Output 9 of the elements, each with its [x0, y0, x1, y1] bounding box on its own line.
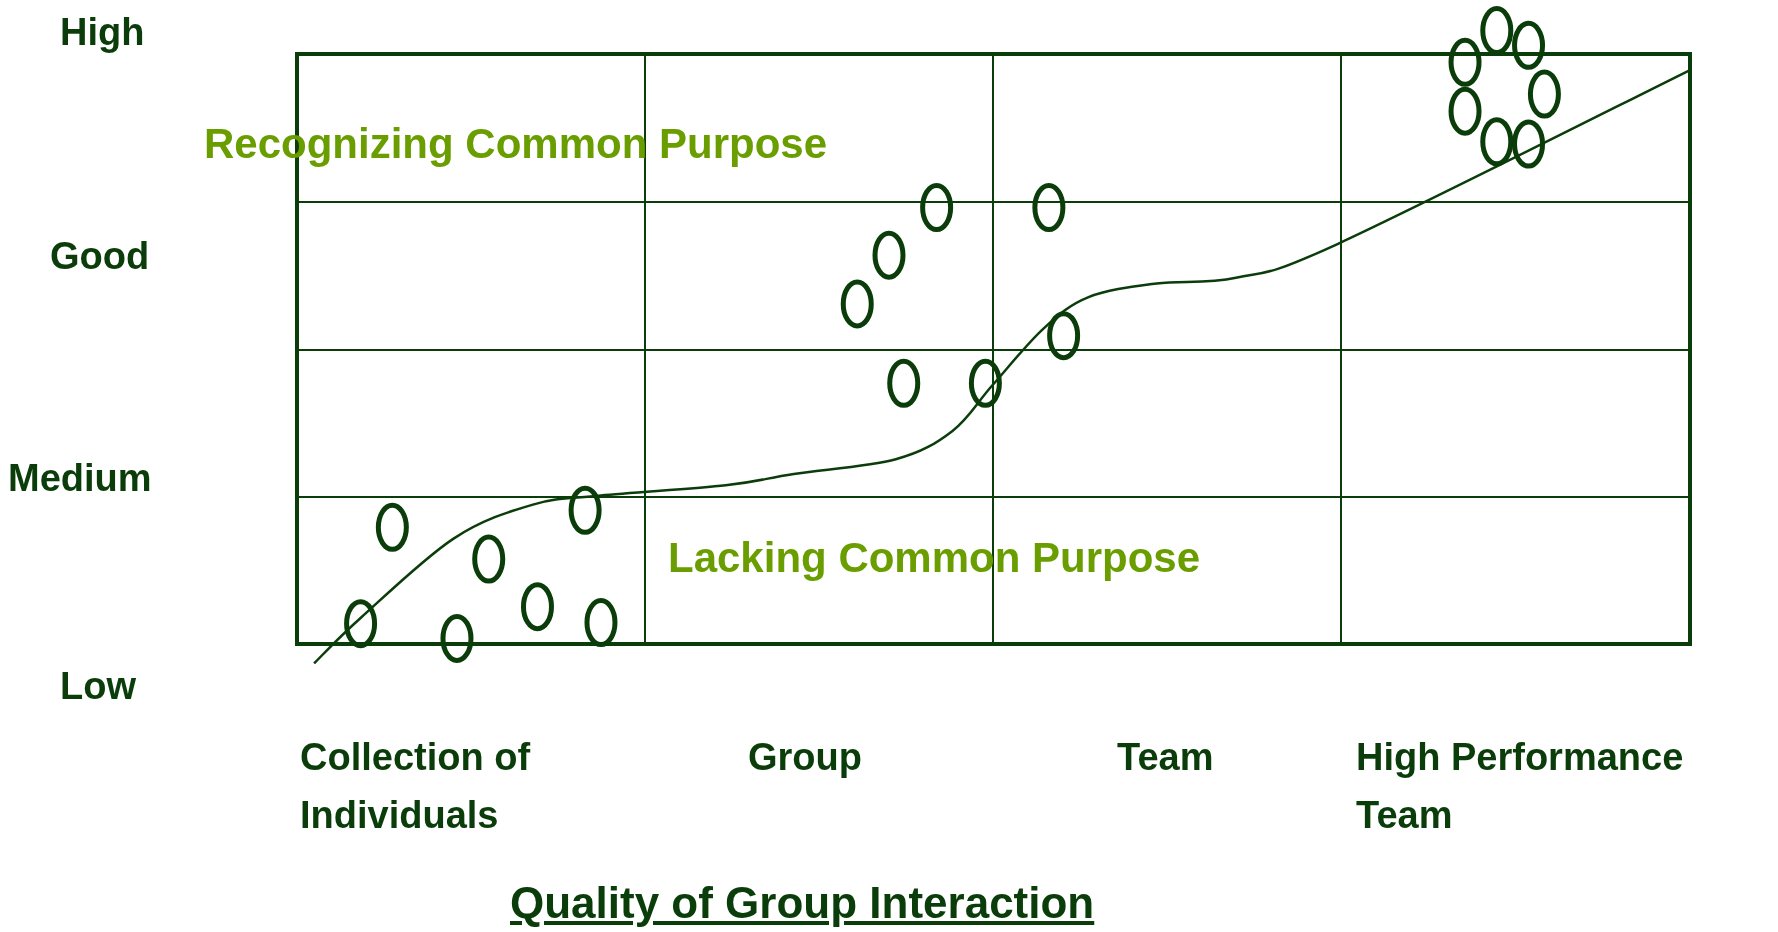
axis-label: High — [60, 10, 145, 54]
stage-label: High Performance Team — [1356, 735, 1685, 838]
stage-label: Team — [1117, 735, 1214, 780]
axis-label: Low — [60, 664, 136, 708]
axis-label: Medium — [8, 456, 152, 500]
axis-title: Quality of Group Interaction — [510, 878, 1095, 928]
axis-label: Good — [50, 234, 150, 278]
stage-label: Collection of Individuals — [300, 735, 532, 838]
stage-label: Group — [748, 735, 862, 780]
